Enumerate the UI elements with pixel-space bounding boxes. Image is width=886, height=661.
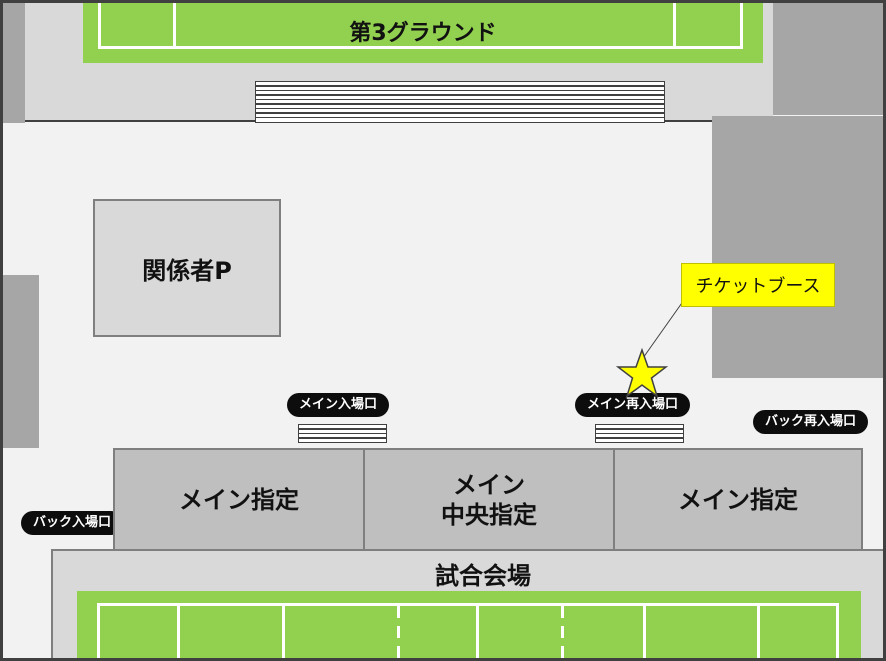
seat-zone-right-label: メイン指定 <box>678 485 798 514</box>
parking-lot: 関係者P <box>93 199 281 337</box>
back-entrance-label: バック入場口 <box>21 511 124 535</box>
parking-label: 関係者P <box>142 256 232 285</box>
left-building <box>3 275 39 448</box>
back-reentry-label: バック再入場口 <box>753 410 869 434</box>
main-entrance-gate <box>298 424 387 443</box>
main-reentry-gate <box>595 424 684 443</box>
main-entrance-label: メイン入場口 <box>287 393 390 417</box>
top-right-building <box>773 3 883 115</box>
ground3-field <box>83 3 763 63</box>
seat-zone-center-line2: 中央指定 <box>441 500 537 529</box>
stadium-field <box>77 591 861 658</box>
main-reentry-label: メイン再入場口 <box>575 393 691 417</box>
ticket-booth-callout: チケットブース <box>681 263 835 307</box>
ground3-stands <box>255 81 665 123</box>
seat-zone-right: メイン指定 <box>613 448 863 551</box>
callout-leader <box>642 299 685 359</box>
seat-zone-left-label: メイン指定 <box>179 485 299 514</box>
stadium-label: 試合会場 <box>435 562 531 590</box>
ground3-label: 第3グラウンド <box>349 21 497 46</box>
top-left-building <box>3 3 25 123</box>
right-building <box>712 116 883 378</box>
seat-zone-center-line1: メイン <box>453 470 525 499</box>
seat-zone-center: メイン 中央指定 <box>363 448 615 551</box>
star-icon <box>616 348 668 398</box>
seat-zone-left: メイン指定 <box>113 448 365 551</box>
